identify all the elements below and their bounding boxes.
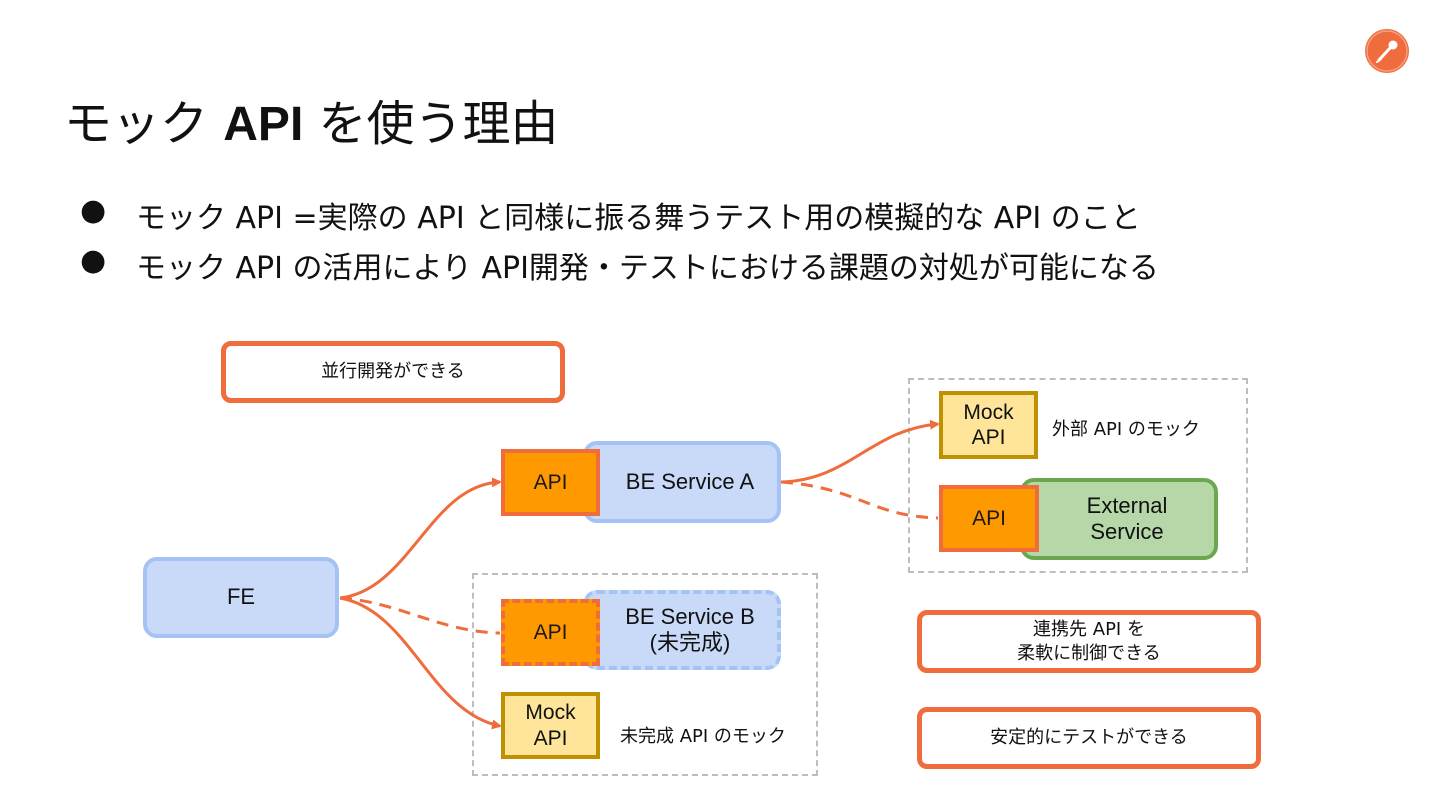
bullet-text: モック API の活用により API開発・テストにおける課題の対処が可能になる	[136, 251, 1159, 286]
api-label: API	[533, 620, 568, 644]
note-text: 安定的にテストができる	[990, 727, 1188, 749]
note-stable-testing: 安定的にテストができる	[917, 707, 1261, 769]
slide-title: モック API を使う理由	[64, 84, 559, 154]
be-service-b-label: BE Service B (未完成)	[625, 603, 755, 655]
note-flexible-control: 連携先 API を 柔軟に制御できる	[917, 610, 1261, 673]
title-text-bold: API	[223, 98, 304, 151]
arrow-fe-to-mock-api	[339, 596, 502, 730]
api-label: API	[533, 470, 568, 494]
bullet-item: ● モック API の活用により API開発・テストにおける課題の対処が可能にな…	[80, 243, 1159, 293]
note-parallel-development: 並行開発ができる	[221, 341, 565, 403]
bullet-text: モック API =実際の API と同様に振る舞うテスト用の模擬的な API の…	[136, 201, 1141, 236]
bullet-item: ● モック API =実際の API と同様に振る舞うテスト用の模擬的な API…	[80, 193, 1159, 243]
be-service-a-label: BE Service A	[625, 468, 755, 494]
note-text: 連携先 API を 柔軟に制御できる	[1017, 619, 1161, 664]
fe-label: FE	[226, 584, 256, 610]
bullet-list: ● モック API =実際の API と同様に振る舞うテスト用の模擬的な API…	[80, 193, 1159, 293]
external-group-box	[908, 378, 1248, 573]
external-service-node: External Service	[1020, 478, 1218, 560]
mock-api-label: Mock API	[525, 701, 576, 750]
arrow-be-a-to-mock-external	[780, 419, 940, 484]
api-label: API	[972, 506, 1006, 530]
title-text-post: を使う理由	[303, 96, 559, 152]
be-b-api-box: API	[501, 599, 600, 666]
mock-api-incomplete-box: Mock API	[501, 692, 600, 759]
note-text: 並行開発ができる	[321, 361, 465, 383]
external-service-label: External Service	[1086, 492, 1168, 544]
be-a-api-box: API	[501, 449, 600, 516]
dashed-link-be-a-to-external	[780, 480, 939, 520]
mock-external-caption: 外部 API のモック	[1052, 419, 1200, 440]
postman-logo-icon	[1365, 29, 1409, 73]
arrow-fe-to-be-a	[339, 477, 502, 600]
incomplete-group-box	[472, 573, 818, 776]
be-service-a-node: BE Service A	[583, 441, 781, 523]
bullet-marker: ●	[80, 243, 107, 278]
fe-node: FE	[143, 557, 339, 638]
mock-api-label: Mock API	[963, 400, 1014, 449]
mock-incomplete-caption: 未完成 API のモック	[620, 726, 786, 747]
be-service-b-node: BE Service B (未完成)	[583, 590, 781, 670]
external-api-box: API	[939, 485, 1039, 552]
title-text-pre: モック	[64, 96, 224, 152]
bullet-marker: ●	[80, 193, 107, 228]
mock-api-external-box: Mock API	[939, 391, 1038, 459]
dashed-link-fe-to-be-b	[339, 596, 501, 635]
